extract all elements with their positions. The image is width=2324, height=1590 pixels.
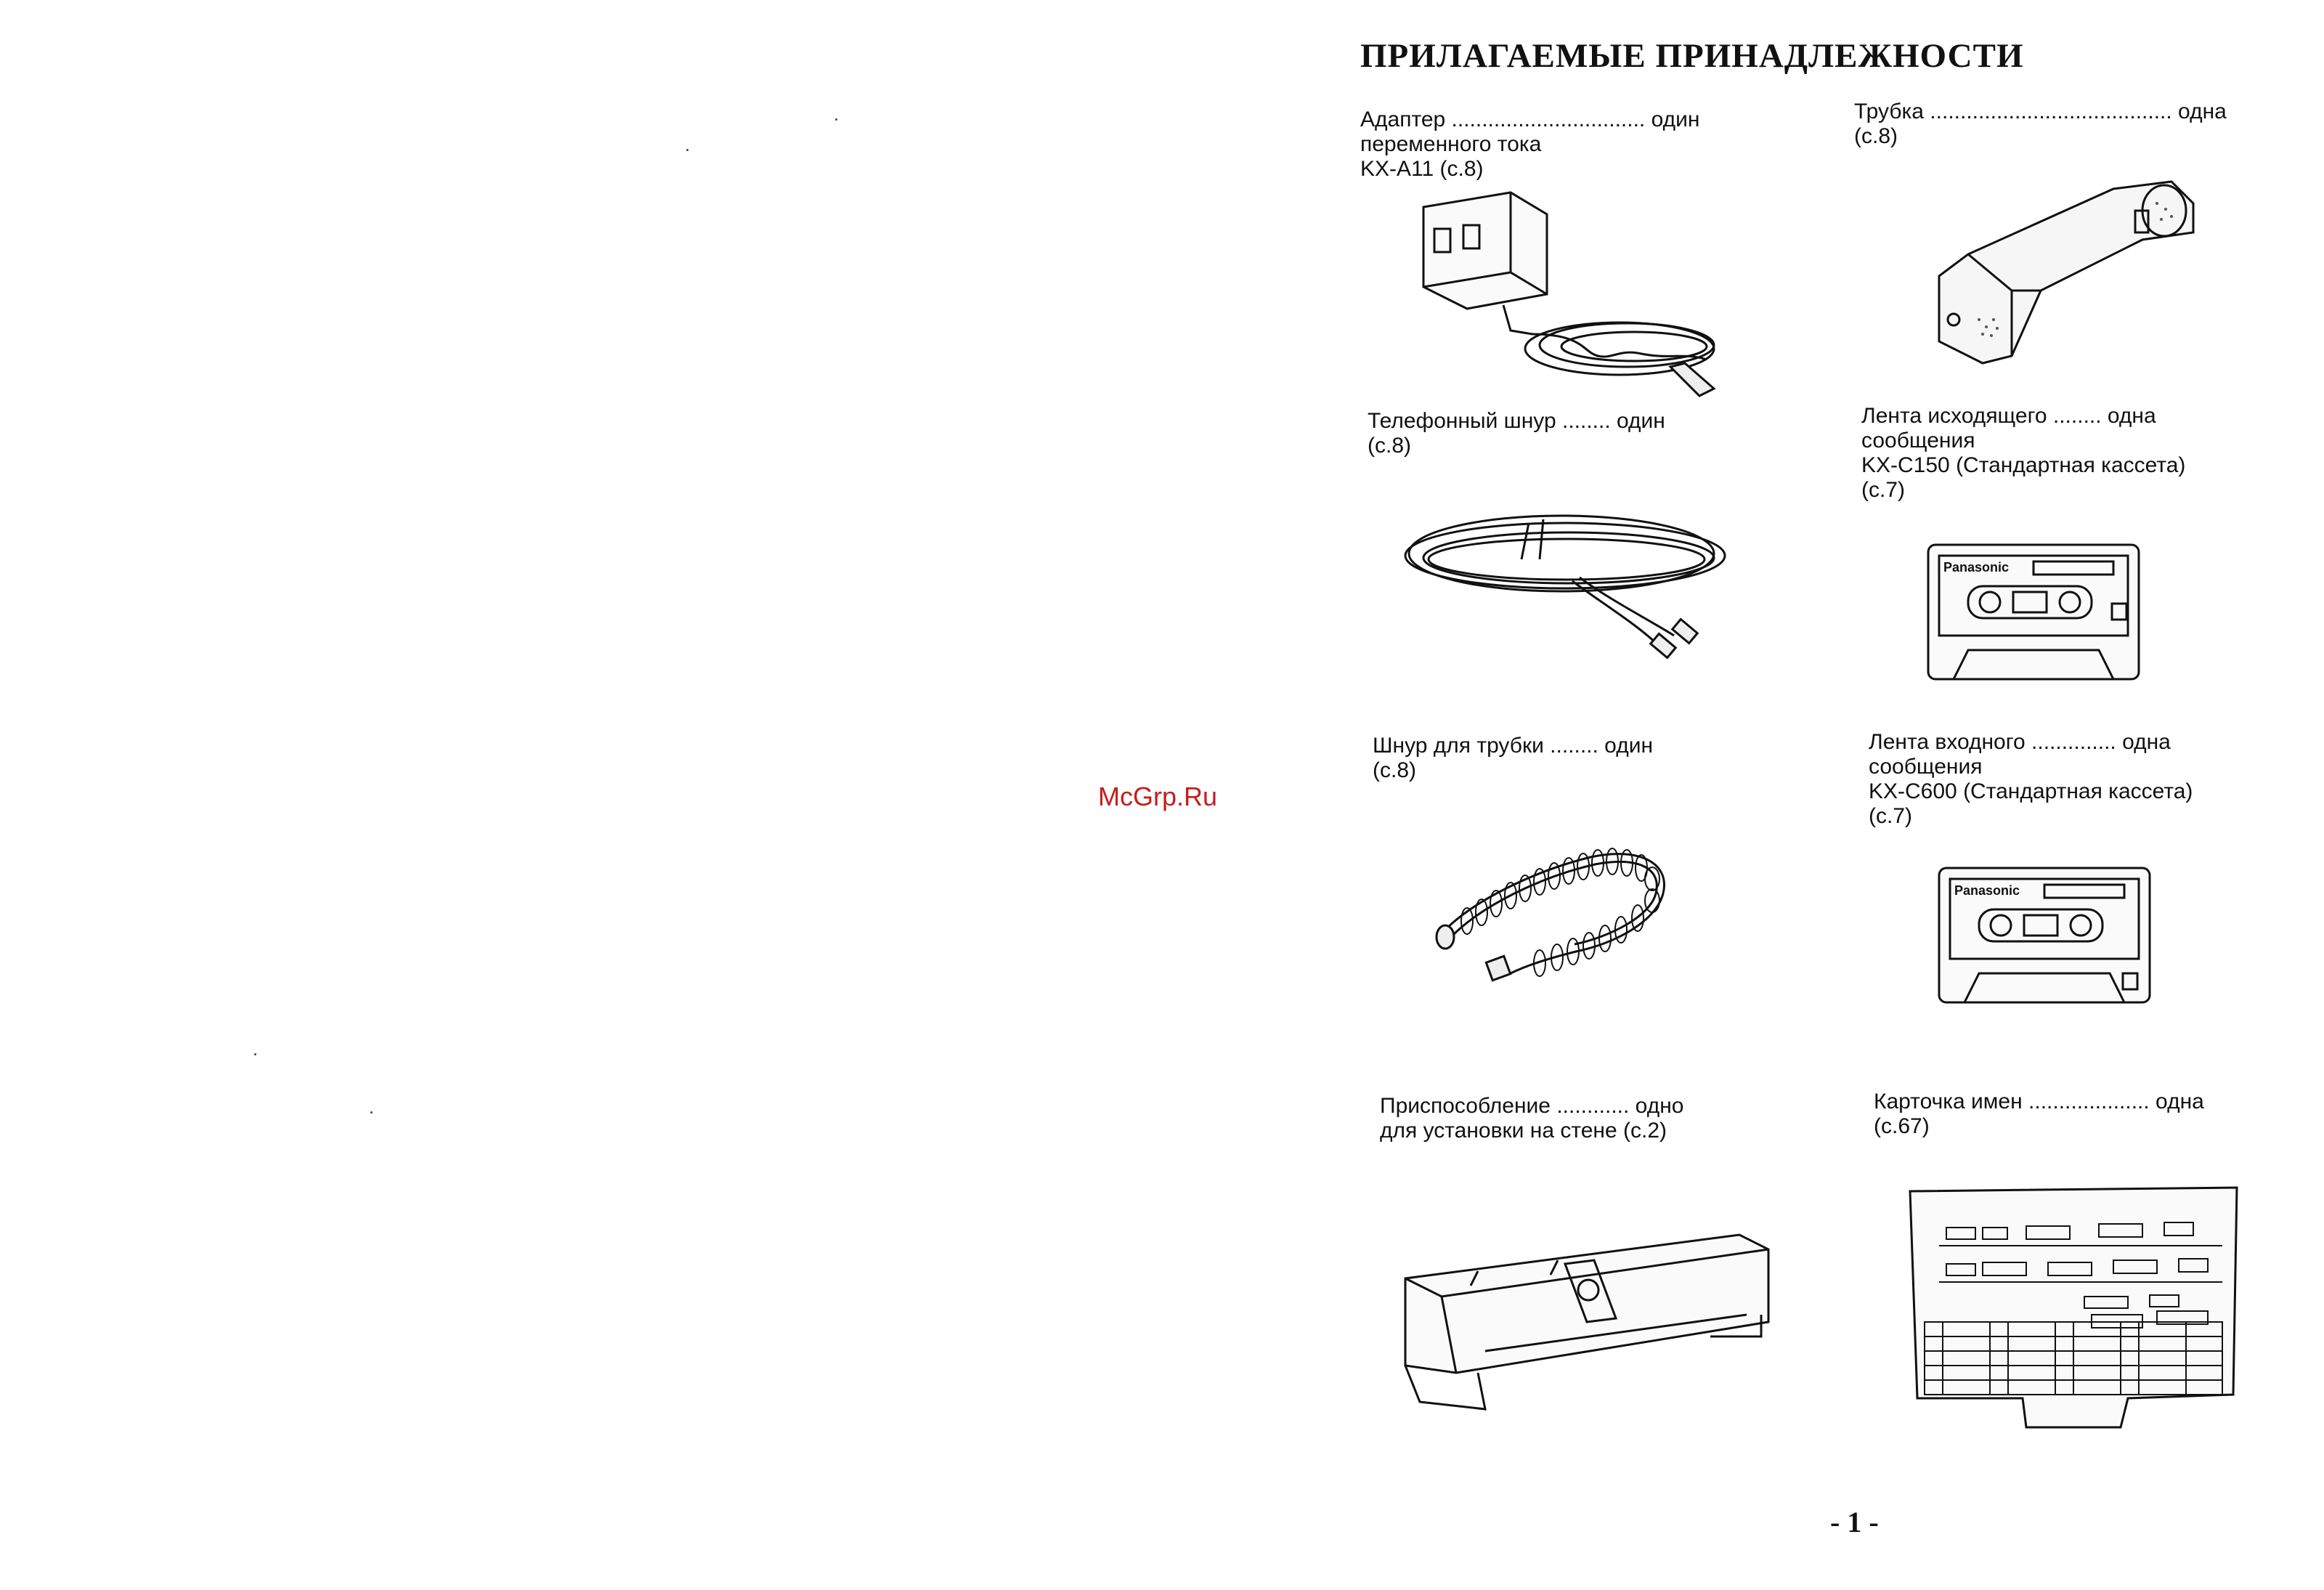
accessory-name-card: Карточка имен .................... одна … — [1874, 1090, 2324, 1139]
page-number: - 1 - — [1830, 1506, 1879, 1538]
cassette-brand: Panasonic — [1954, 883, 2020, 898]
telephone-cord-icon — [1398, 508, 1732, 668]
coiled-handset-cord-icon — [1431, 843, 1692, 988]
accessory-caption: Карточка имен .................... одна … — [1874, 1090, 2204, 1138]
accessory-caption: Шнур для трубки ........ один (с.8) — [1373, 734, 1654, 782]
cassette-brand: Panasonic — [1943, 560, 2009, 575]
accessory-caption: Приспособление ............ одно для уст… — [1380, 1094, 1684, 1143]
accessory-incoming-cassette: Лента входного .............. одна сообщ… — [1869, 730, 2324, 829]
scan-speck — [370, 1111, 373, 1114]
accessory-handset: Трубка .................................… — [1854, 100, 2319, 149]
accessory-handset-cord: Шнур для трубки ........ один (с.8) — [1373, 734, 1837, 783]
watermark: McGrp.Ru — [1098, 782, 1218, 811]
accessory-caption: Адаптер ................................… — [1360, 108, 1700, 181]
scan-speck — [835, 118, 837, 121]
handset-icon — [1925, 174, 2208, 378]
accessory-wall-mount: Приспособление ............ одно для уст… — [1380, 1094, 1845, 1143]
wall-mount-bracket-icon — [1398, 1228, 1776, 1416]
accessory-telephone-cord: Телефонный шнур ........ один (с.8) — [1368, 409, 1832, 458]
accessory-ac-adapter: Адаптер ................................… — [1360, 108, 1825, 182]
accessory-caption: Лента исходящего ........ одна сообщения… — [1861, 404, 2186, 502]
accessory-caption: Трубка .................................… — [1854, 100, 2227, 148]
outgoing-cassette-icon: Panasonic — [1925, 541, 2142, 686]
accessory-outgoing-cassette: Лента исходящего ........ одна сообщения… — [1861, 404, 2324, 503]
accessory-caption: Лента входного .............. одна сообщ… — [1869, 730, 2193, 828]
page-title: ПРИЛАГАЕМЫЕ ПРИНАДЛЕЖНОСТИ — [1360, 37, 2024, 75]
name-card-icon — [1903, 1180, 2244, 1442]
incoming-cassette-icon: Panasonic — [1935, 864, 2153, 1010]
scan-speck — [254, 1053, 256, 1055]
scan-speck — [686, 149, 688, 151]
ac-adapter-icon — [1365, 185, 1743, 403]
accessory-caption: Телефонный шнур ........ один (с.8) — [1368, 409, 1665, 458]
